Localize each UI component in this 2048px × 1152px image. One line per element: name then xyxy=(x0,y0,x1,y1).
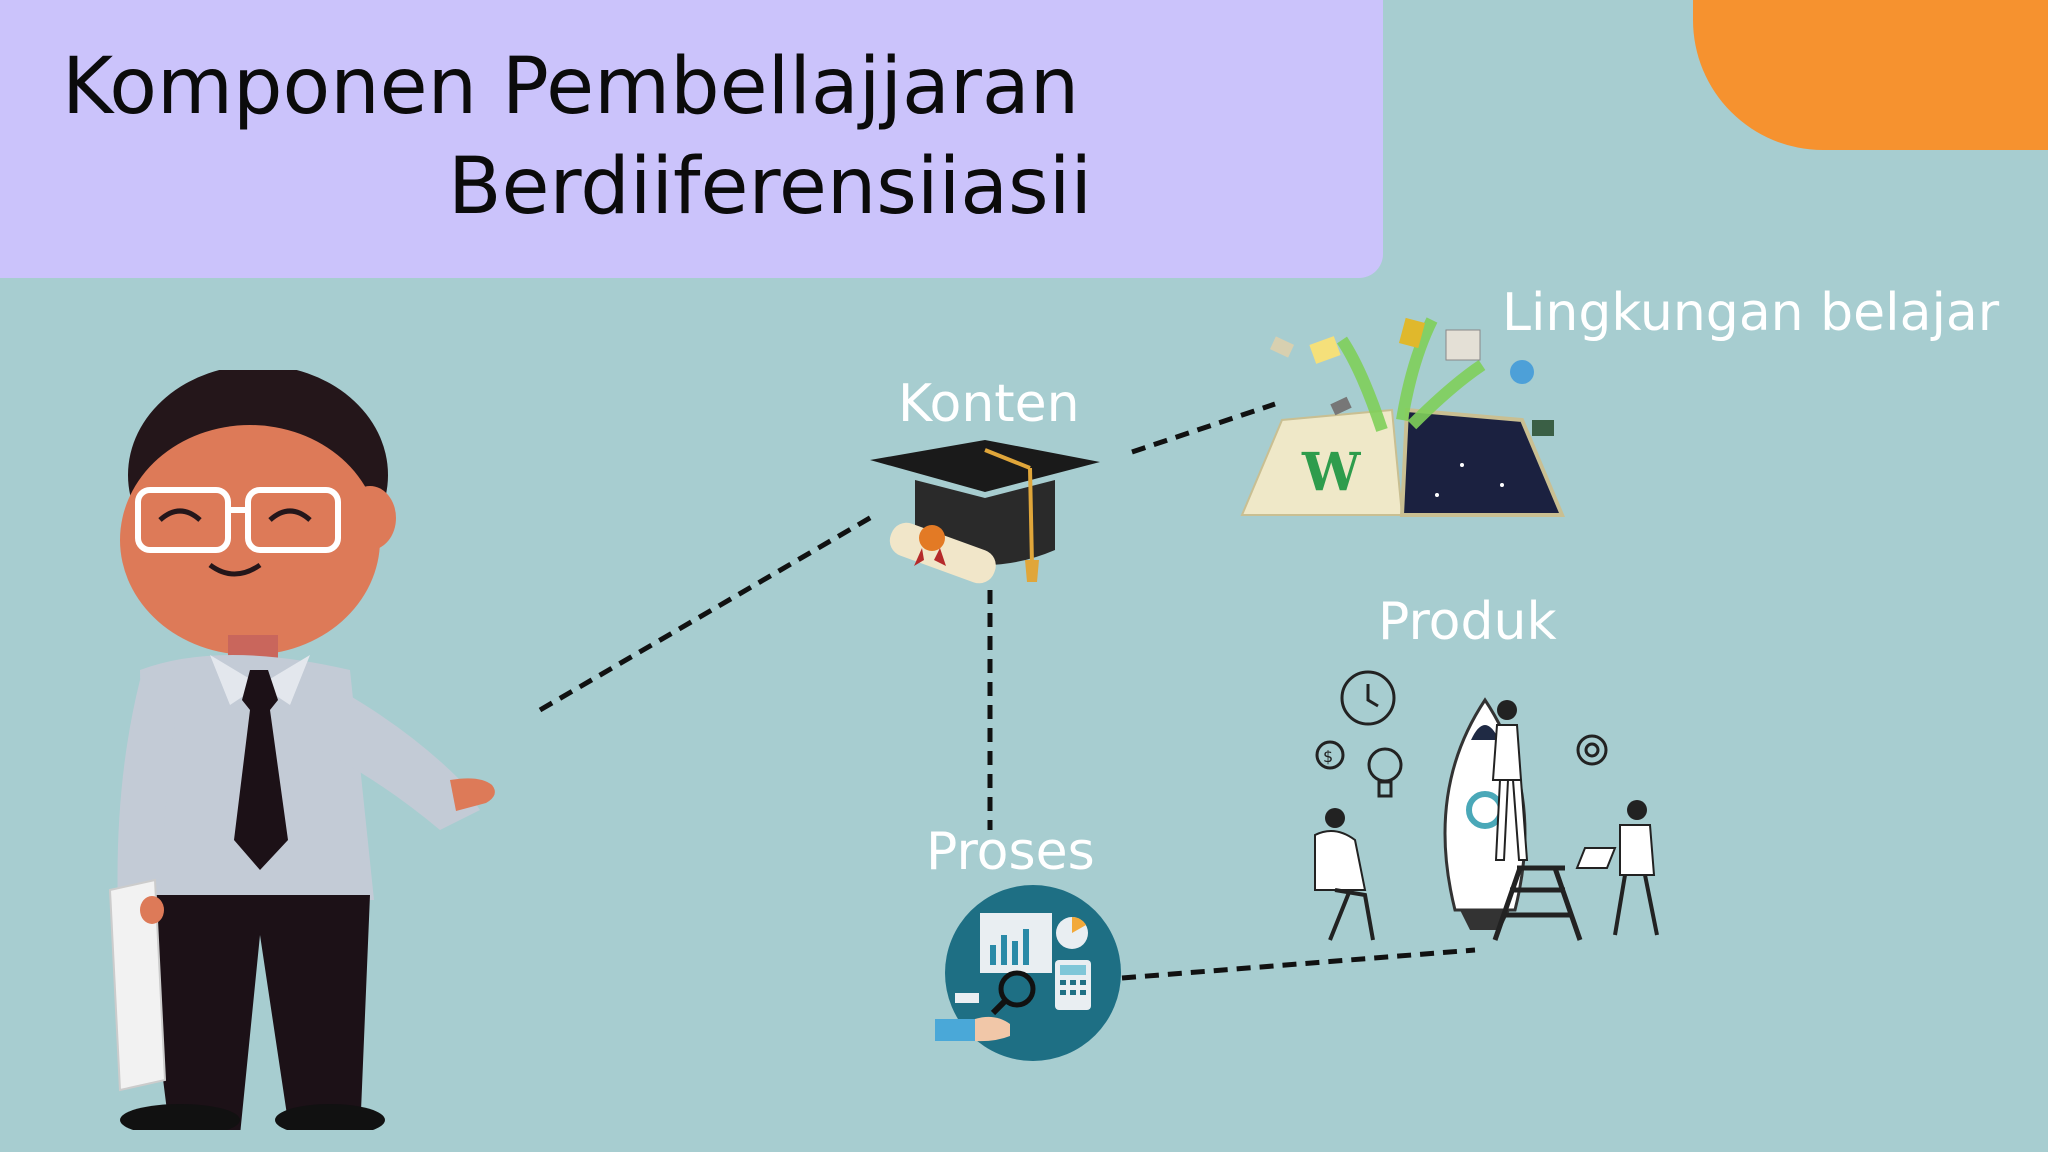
connector-konten-lingkungan xyxy=(1131,401,1276,455)
title-line-1: Komponen Pembellajjaran xyxy=(62,42,1080,132)
graduation-cap-icon xyxy=(870,440,1100,584)
svg-text:$: $ xyxy=(1323,747,1333,766)
svg-text:W: W xyxy=(1301,442,1362,503)
connector-teacher-konten xyxy=(538,512,877,713)
open-book-icon: W xyxy=(1240,317,1566,517)
rocket-team-icon: $ xyxy=(1314,670,1659,941)
node-label-produk: Produk xyxy=(1378,592,1557,652)
corner-accent-shape xyxy=(1693,0,2048,150)
analytics-circle-icon xyxy=(935,885,1121,1061)
title-panel: Komponen Pembellajjaran Berdiiferensiias… xyxy=(0,0,1383,278)
node-label-lingkungan-belajar: Lingkungan belajar xyxy=(1502,283,2000,343)
node-label-proses: Proses xyxy=(926,822,1095,882)
teacher-figure xyxy=(108,370,495,1130)
node-label-konten: Konten xyxy=(898,374,1080,434)
connector-proses-produk xyxy=(1121,947,1476,981)
title-line-2: Berdiiferensiiasii xyxy=(448,142,1093,232)
